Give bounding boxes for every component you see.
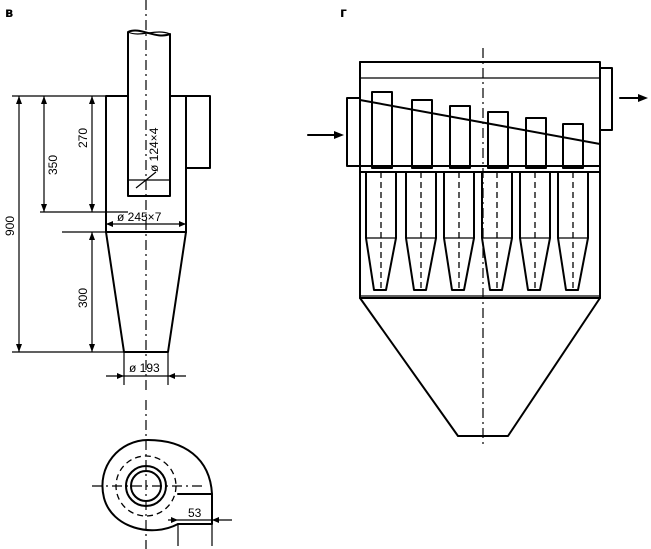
pipe-inner-circle: [130, 470, 162, 502]
dim-body-diameter: ø 245×7: [117, 210, 162, 224]
element-body: [405, 171, 437, 291]
cyclone-element-5: [519, 117, 551, 291]
dim-inlet-height: 270: [76, 128, 90, 148]
element-body: [365, 171, 397, 291]
dim-leader-pipe: [135, 171, 157, 189]
cyclone-element-6: [557, 123, 589, 291]
dim-pipe-diameter: ø 124×4: [147, 127, 161, 172]
cyclone-elements: [365, 91, 589, 291]
cyclone-element-2: [405, 99, 437, 291]
dim-inlet-offset: 53: [188, 506, 202, 520]
pipe-outer-circle: [125, 465, 167, 507]
element-body: [481, 171, 513, 291]
dust-hopper: [359, 297, 601, 437]
inclined-partition: [359, 99, 601, 145]
outlet-pipe: [127, 29, 171, 197]
dim-cone-height: 300: [76, 288, 90, 308]
view-v-label: в: [5, 6, 13, 21]
view-g-battery: г: [307, 6, 648, 448]
cyclone-element-1: [365, 91, 397, 291]
element-body: [519, 171, 551, 291]
plan-view: 53: [92, 400, 232, 549]
dim-outlet-diameter: ø 193: [129, 361, 160, 375]
volute-outline: [101, 439, 213, 532]
element-body: [557, 171, 589, 291]
dust-outlet-extension: [123, 352, 169, 385]
element-body: [443, 171, 475, 291]
element-pipe: [487, 111, 509, 169]
header-box-top: [359, 61, 601, 167]
body-circle-hidden: [115, 455, 177, 517]
cone-body: [105, 231, 187, 353]
dim-upper-height: 350: [46, 155, 60, 175]
inlet-nozzle: [346, 97, 361, 167]
element-pipe: [525, 117, 547, 169]
inlet-arrow-head: [334, 131, 344, 139]
flow-arrows: [307, 94, 648, 139]
dim-total-height: 900: [3, 216, 17, 236]
inlet-outline-plan: [177, 493, 213, 525]
view-v-cyclone: в ø 193 ø 245×7 ø 124×4: [3, 0, 211, 390]
outlet-nozzle: [599, 67, 613, 131]
element-pipe: [371, 91, 393, 169]
element-pipe: [411, 99, 433, 169]
cyclone-element-3: [443, 105, 475, 291]
view-g-label: г: [340, 6, 347, 21]
element-pipe: [449, 105, 471, 169]
outlet-arrow-head: [638, 94, 648, 102]
inlet-box: [185, 95, 211, 169]
cyclone-element-4: [481, 111, 513, 291]
pipe-break-line: [127, 31, 171, 35]
element-pipe: [562, 123, 584, 169]
